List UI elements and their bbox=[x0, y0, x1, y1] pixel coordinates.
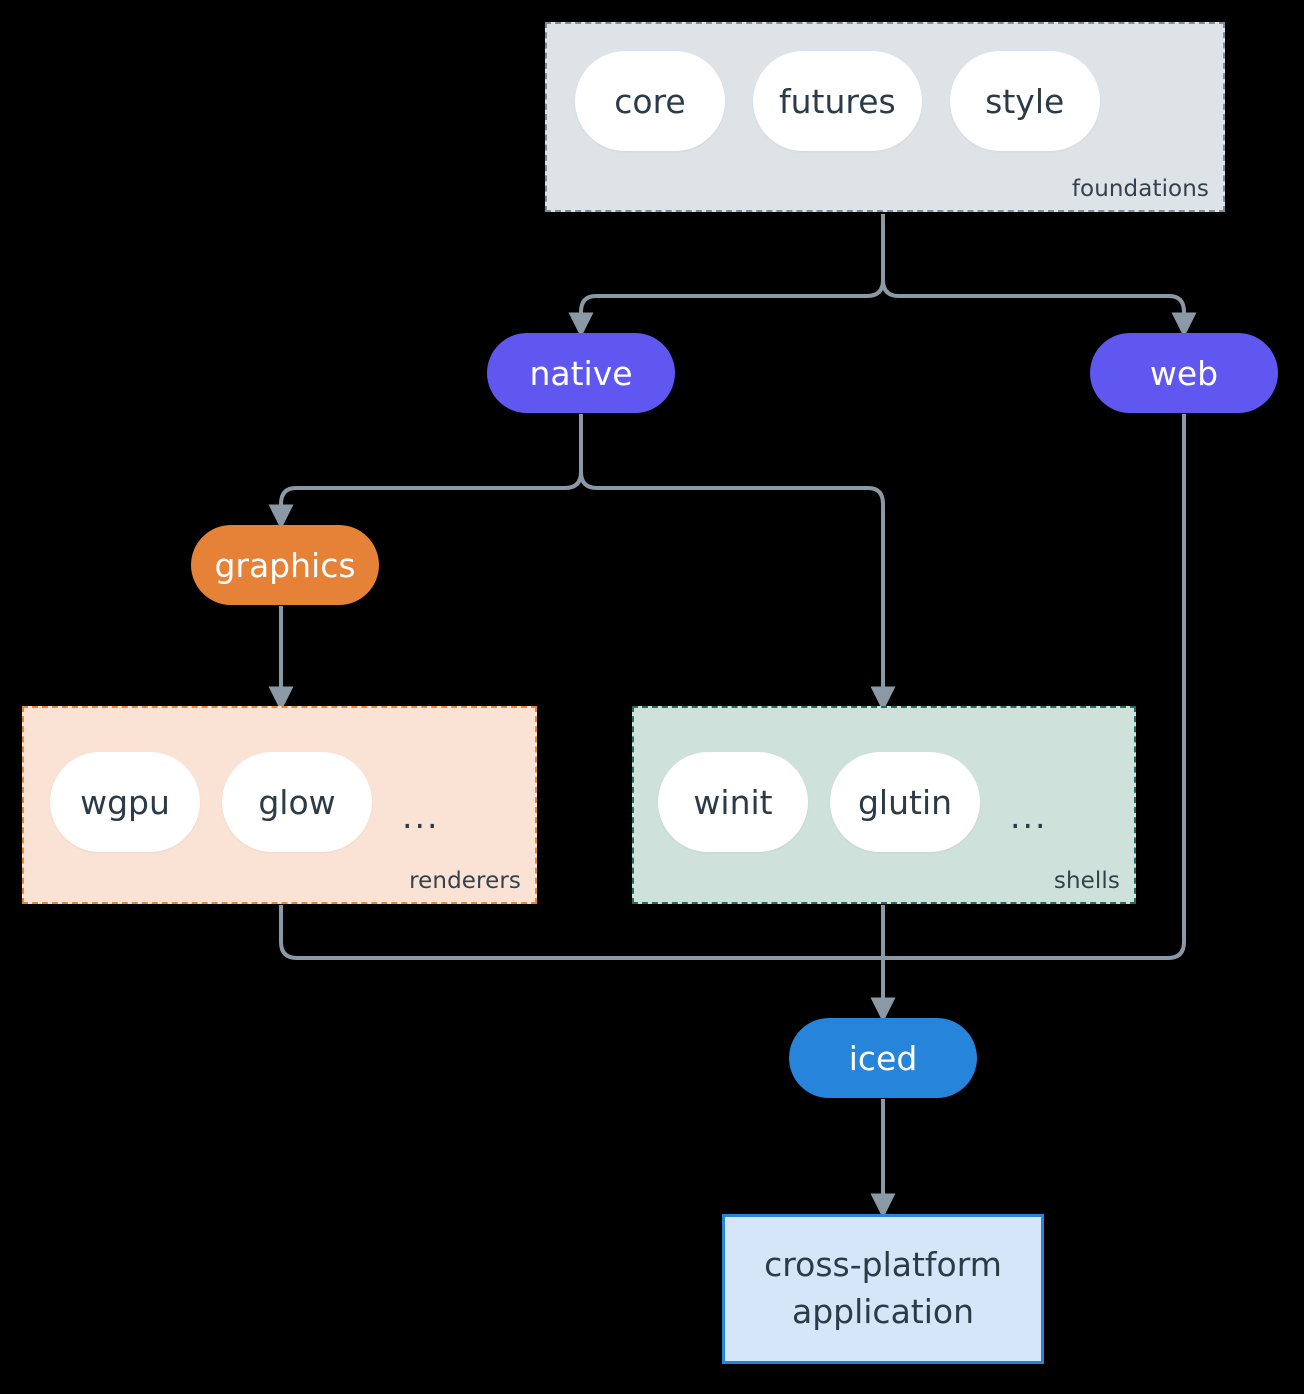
node-graphics[interactable]: graphics bbox=[191, 525, 379, 605]
node-web[interactable]: web bbox=[1090, 333, 1278, 413]
node-web-label: web bbox=[1149, 353, 1219, 393]
group-label-foundations: foundations bbox=[1071, 176, 1209, 202]
group-foundations: core futures style foundations bbox=[545, 22, 1225, 212]
shells-pill-row: winit glutin ... bbox=[658, 733, 1051, 871]
pill-core[interactable]: core bbox=[575, 51, 725, 151]
application-label-line2: application bbox=[791, 1292, 975, 1331]
edge-foundations-to-native bbox=[568, 279, 885, 338]
group-label-renderers: renderers bbox=[409, 868, 521, 894]
pill-glow[interactable]: glow bbox=[222, 752, 372, 852]
group-shells: winit glutin ... shells bbox=[632, 706, 1136, 904]
edge-foundations-to-web bbox=[881, 279, 1197, 338]
pill-winit[interactable]: winit bbox=[658, 752, 808, 852]
node-graphics-label: graphics bbox=[214, 545, 356, 585]
node-iced-label: iced bbox=[848, 1038, 918, 1078]
renderers-ellipsis: ... bbox=[402, 797, 440, 836]
pill-style[interactable]: style bbox=[949, 51, 1100, 151]
application-label-line1: cross-platform bbox=[764, 1245, 1002, 1285]
shells-ellipsis: ... bbox=[1010, 797, 1048, 836]
pill-futures[interactable]: futures bbox=[753, 51, 922, 151]
group-renderers: wgpu glow ... renderers bbox=[22, 706, 537, 904]
node-native-label: native bbox=[529, 353, 633, 393]
foundations-pill-row: core futures style bbox=[575, 51, 1100, 151]
group-label-shells: shells bbox=[1053, 868, 1120, 894]
renderers-pill-row: wgpu glow ... bbox=[50, 733, 443, 871]
edge-native-to-graphics bbox=[268, 471, 583, 530]
node-cross-platform-application[interactable]: cross-platform application bbox=[722, 1214, 1044, 1364]
edge-native-to-shells bbox=[579, 471, 896, 712]
pill-glutin[interactable]: glutin bbox=[830, 752, 980, 852]
pill-wgpu[interactable]: wgpu bbox=[50, 752, 200, 852]
edge-renderers-to-iced bbox=[279, 905, 883, 960]
node-native[interactable]: native bbox=[487, 333, 675, 413]
node-iced[interactable]: iced bbox=[789, 1018, 977, 1098]
